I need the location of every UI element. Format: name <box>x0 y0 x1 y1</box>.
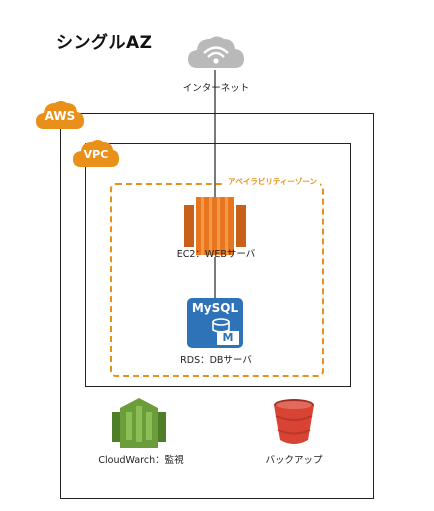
cloudwatch-label: CloudWarch：監視 <box>98 455 184 466</box>
diagram-title: シングルAZ <box>56 33 153 53</box>
s3-bucket-icon <box>272 398 316 446</box>
ec2-icon <box>184 197 246 255</box>
ec2-label: EC2：WEBサーバ <box>176 249 256 260</box>
vpc-label: VPC <box>83 148 109 161</box>
aws-label: AWS <box>44 109 76 123</box>
cloudwatch-icon <box>112 398 166 448</box>
internet-cloud-icon <box>186 32 246 72</box>
rds-label: RDS：DBサーバ <box>180 355 252 366</box>
vpc-cloud-icon: VPC <box>71 137 121 170</box>
availability-zone <box>110 183 324 377</box>
vpc-boundary <box>85 143 351 387</box>
backup-label: バックアップ <box>265 455 323 466</box>
rds-icon-text: MySQL <box>191 301 239 315</box>
rds-mysql-icon: MySQL M <box>187 298 243 348</box>
aws-cloud-icon: AWS <box>34 98 86 132</box>
internet-label: インターネット <box>182 83 250 94</box>
aws-boundary <box>60 113 374 499</box>
availability-zone-label: アベイラビリティーゾーン <box>225 176 321 187</box>
rds-badge: M <box>217 331 239 345</box>
